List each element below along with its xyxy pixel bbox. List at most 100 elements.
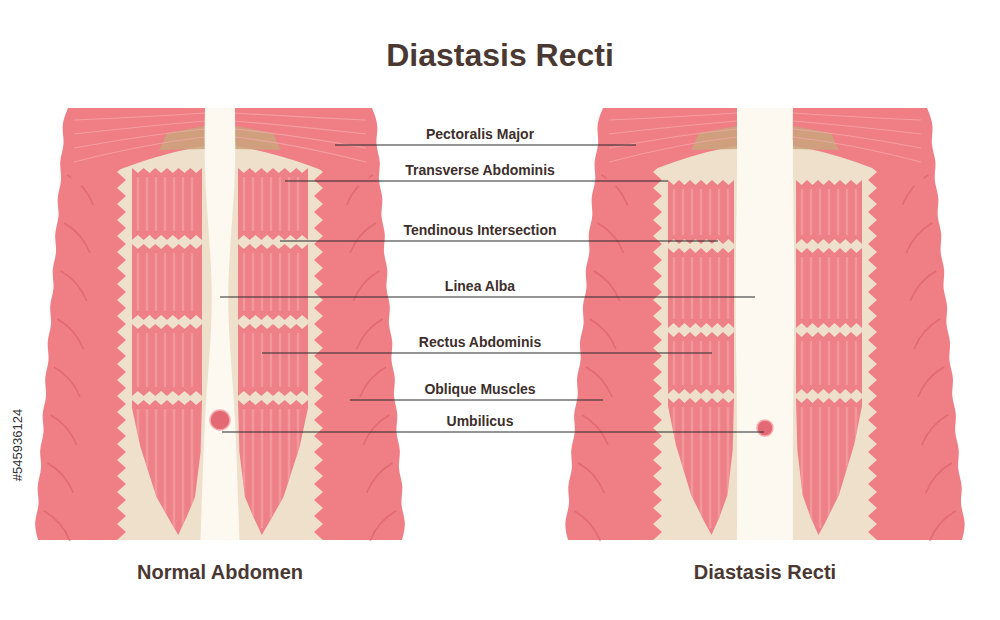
muscle-fibre — [828, 257, 831, 319]
muscle-fibre — [682, 341, 685, 385]
muscle-fibre — [801, 407, 804, 528]
muscle-fibre — [252, 409, 255, 528]
rectus-segment — [132, 168, 202, 240]
muscle-fold — [44, 511, 70, 541]
leader-line — [350, 400, 603, 401]
rectus-segment — [132, 400, 202, 535]
muscle-fibre — [270, 177, 273, 231]
muscle-fibre — [279, 177, 282, 231]
muscle-fibre — [137, 333, 140, 387]
muscle-fibre — [288, 177, 291, 231]
muscle-fibre — [297, 177, 300, 231]
umbilicus — [757, 420, 773, 436]
rectus-segment — [668, 398, 734, 535]
muscle-fibre — [846, 407, 849, 528]
rectus-segment — [668, 180, 734, 244]
muscle-fibre — [810, 189, 813, 235]
muscle-fibre — [709, 189, 712, 235]
muscle-fibre — [609, 121, 737, 134]
muscle-fibre — [819, 189, 822, 235]
muscle-fibre — [137, 253, 140, 311]
panel-caption: Normal Abdomen — [137, 561, 303, 584]
muscle-fibre — [801, 189, 804, 235]
part-label: Pectoralis Major — [426, 126, 534, 142]
muscle-fibre — [837, 341, 840, 385]
muscle-fibres — [138, 333, 192, 387]
pectoralis-major — [603, 108, 737, 190]
muscle-fold — [590, 319, 616, 349]
muscle-fibre — [691, 189, 694, 235]
muscle-fibre — [243, 177, 246, 231]
rectus-segment — [132, 244, 202, 320]
part-label: Oblique Muscles — [424, 381, 535, 397]
muscle-fibre — [164, 253, 167, 311]
muscle-fold — [360, 367, 386, 397]
muscle-fibre — [137, 409, 140, 528]
muscle-fold — [57, 319, 83, 349]
watermark: #545936124 — [11, 409, 26, 481]
muscle-fibre — [810, 257, 813, 319]
rectus-segment — [796, 248, 862, 328]
muscle-fibres — [802, 257, 856, 319]
part-label: Umbilicus — [447, 413, 514, 429]
muscle-fibre — [146, 253, 149, 311]
leader-line — [285, 181, 668, 182]
muscle-fibre — [855, 257, 858, 319]
leader-line — [280, 241, 718, 242]
muscle-fibre — [270, 409, 273, 528]
muscle-fibre — [173, 409, 176, 528]
muscle-fibre — [718, 189, 721, 235]
muscle-fold — [51, 415, 77, 445]
muscle-fibre — [793, 113, 921, 120]
muscle-fibres — [244, 177, 298, 231]
muscle-fibre — [279, 253, 282, 311]
muscle-fibre — [270, 253, 273, 311]
torso-figure — [35, 108, 405, 541]
muscle-fibre — [700, 407, 703, 528]
muscle-fibre — [252, 333, 255, 387]
muscle-fibre — [74, 113, 205, 120]
umbilicus — [210, 410, 230, 430]
rectus-segment — [796, 180, 862, 244]
rectus-segment — [238, 168, 308, 240]
leader-line — [335, 145, 636, 146]
pectoralis-major — [793, 108, 927, 190]
muscle-fold — [370, 511, 396, 541]
muscle-fibre — [297, 409, 300, 528]
muscle-fold — [357, 319, 383, 349]
muscle-fibre — [810, 407, 813, 528]
muscle-fold — [906, 223, 932, 253]
leader-line — [220, 297, 755, 298]
muscle-fibre — [709, 407, 712, 528]
muscle-fibre — [837, 407, 840, 528]
muscle-fibre — [837, 189, 840, 235]
muscle-fold — [586, 367, 612, 397]
muscle-fold — [922, 415, 948, 445]
muscle-fibre — [164, 333, 167, 387]
muscle-fibre — [252, 253, 255, 311]
muscle-fibre — [718, 341, 721, 385]
muscle-fibre — [155, 253, 158, 311]
muscle-fibre — [609, 137, 737, 162]
leader-line — [222, 432, 764, 433]
muscle-fibre — [261, 177, 264, 231]
muscle-fibres — [138, 177, 192, 231]
muscle-fibre — [828, 189, 831, 235]
muscle-fibre — [74, 137, 205, 162]
muscle-fibre — [288, 253, 291, 311]
muscle-fibres — [674, 257, 728, 319]
muscle-fibre — [846, 341, 849, 385]
muscle-fibre — [235, 121, 366, 134]
muscle-fibres — [244, 253, 298, 311]
oblique-muscle — [565, 108, 964, 540]
muscle-fibre — [164, 177, 167, 231]
muscle-fibre — [243, 253, 246, 311]
muscle-fibres — [802, 189, 856, 235]
part-label: Transverse Abdominis — [405, 162, 555, 178]
rectus-segment — [238, 324, 308, 396]
muscle-fibre — [727, 341, 730, 385]
muscle-fold — [598, 223, 624, 253]
muscle-fold — [930, 511, 956, 541]
